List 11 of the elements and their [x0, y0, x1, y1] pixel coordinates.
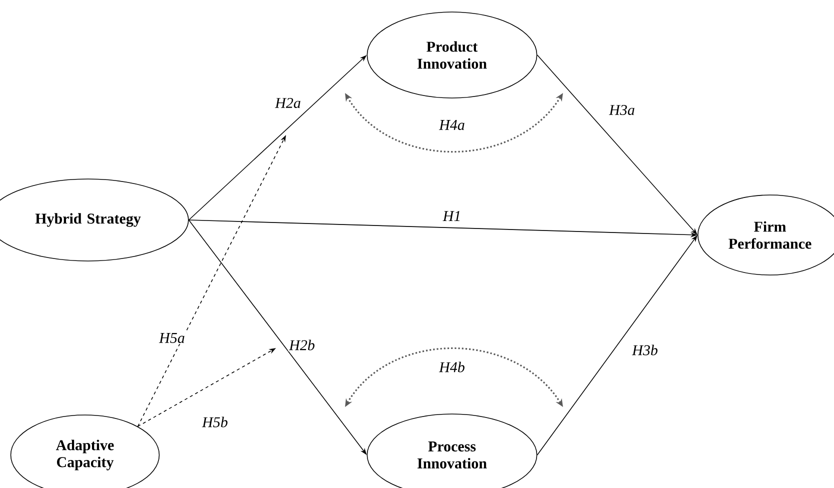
arc-label: H4b [438, 360, 466, 374]
arrow [536, 54, 698, 235]
edge-label: H2a [274, 96, 302, 110]
arc-label: H4a [438, 119, 466, 132]
edge-label: H1 [442, 210, 462, 222]
edge-label: H3a [608, 104, 636, 116]
oval-node: Product Innovation [366, 12, 538, 98]
edge-label: H5b [201, 416, 229, 428]
edge-label: H2b [288, 338, 316, 352]
edge-label: H5a [158, 332, 186, 344]
edge-label: H3b [631, 344, 659, 356]
